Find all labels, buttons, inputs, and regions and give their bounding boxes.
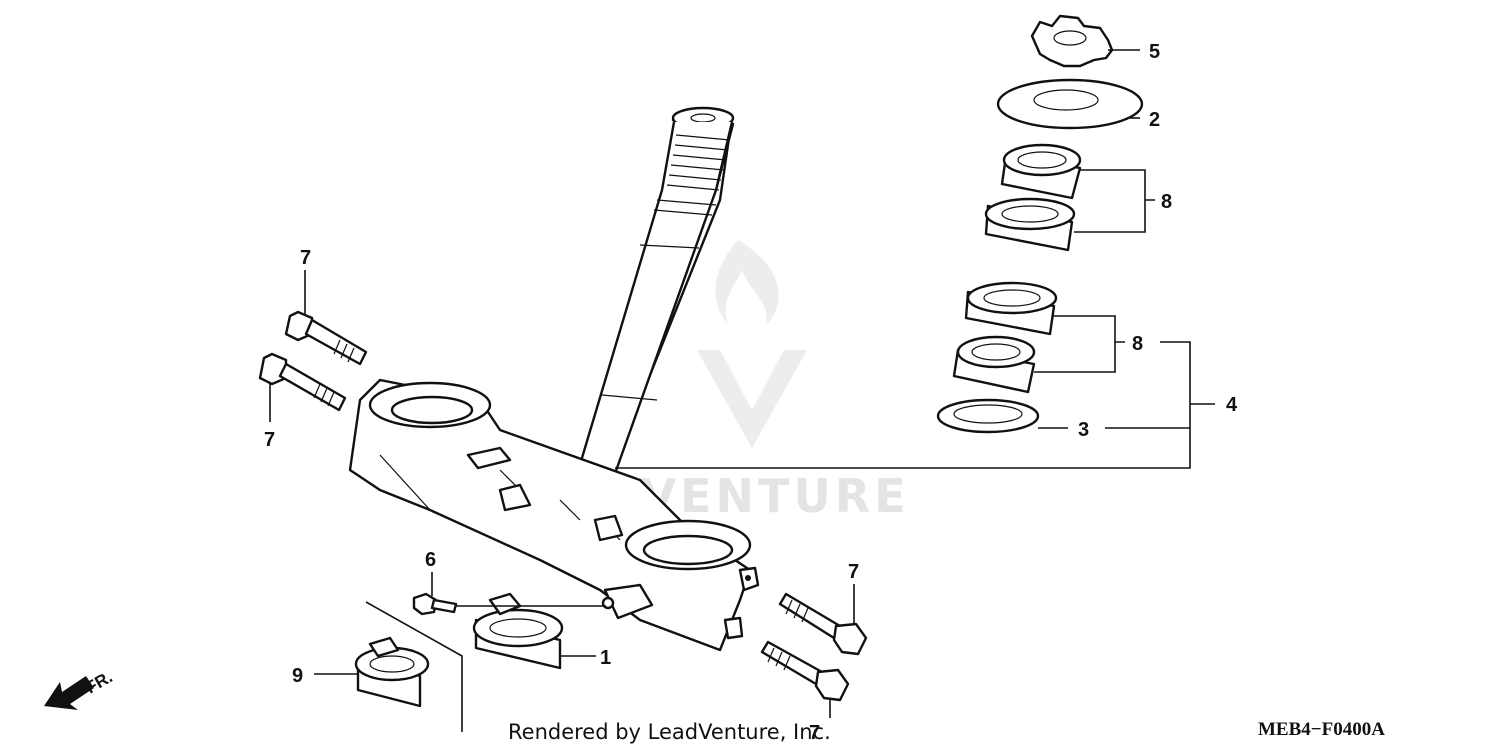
- dust-seal-3: [936, 398, 1040, 434]
- dust-seal-2: [996, 78, 1144, 130]
- callout-1: 1: [600, 647, 611, 669]
- bearing-lower-8: [952, 281, 1058, 394]
- callout-7-right: 7: [848, 561, 859, 583]
- clamp-option-divider: [365, 601, 463, 732]
- callout-8-lower: 8: [1132, 333, 1143, 355]
- callout-7-top-left: 7: [300, 247, 311, 269]
- bolt-middle-left: [258, 352, 347, 412]
- bolt-small-6: [412, 592, 458, 616]
- lock-nut-5: [1030, 14, 1114, 68]
- callout-4: 4: [1226, 394, 1238, 416]
- bearing-upper-8: [984, 143, 1082, 252]
- callout-8-upper: 8: [1161, 191, 1172, 213]
- diagram-code: MEB4−F0400A: [1258, 719, 1385, 740]
- watermark-flame-icon: [715, 240, 779, 325]
- bolt-right-lower: [760, 640, 850, 702]
- steering-stem: [552, 106, 735, 511]
- watermark-v-icon: [697, 350, 807, 448]
- leader-lines: [269, 49, 1215, 718]
- front-direction-indicator: FR.: [44, 667, 116, 710]
- clamp-part-1: [472, 592, 564, 670]
- arrow-down-left-icon: [44, 676, 94, 710]
- clamp-part-9: [354, 636, 430, 708]
- bolt-right-upper: [778, 592, 868, 656]
- callout-5: 5: [1149, 41, 1160, 63]
- callout-7-bottom: 7: [809, 722, 820, 744]
- callout-6: 6: [425, 549, 436, 571]
- bolt-upper-left: [284, 310, 368, 366]
- steering-stem-bridge: [348, 378, 760, 652]
- callout-9: 9: [292, 665, 303, 687]
- callout-3: 3: [1078, 419, 1089, 441]
- render-credit: Rendered by LeadVenture, Inc.: [508, 720, 831, 744]
- callout-2: 2: [1149, 109, 1160, 131]
- callout-7-mid-left: 7: [264, 429, 275, 451]
- direction-label: FR.: [83, 667, 116, 697]
